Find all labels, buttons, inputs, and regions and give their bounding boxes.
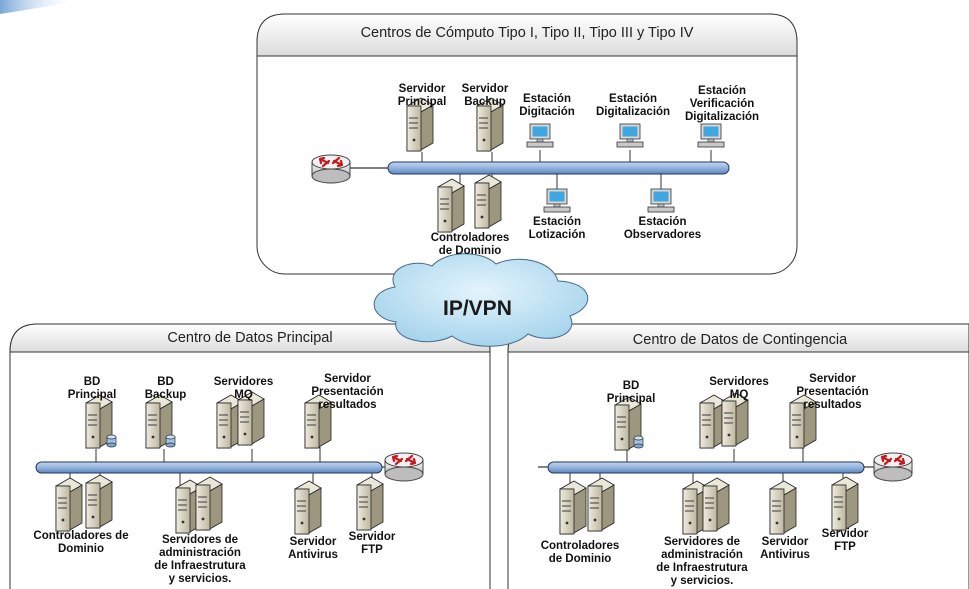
workstation-icon [697, 123, 725, 148]
server-icon [702, 477, 730, 532]
server-icon [294, 480, 322, 535]
server-icon [474, 174, 502, 229]
server-icon [587, 477, 615, 532]
database-icon [633, 435, 644, 449]
top-bus [343, 150, 730, 190]
cloud-icon [373, 253, 589, 347]
workstation-icon [616, 123, 644, 148]
server-icon [559, 480, 587, 535]
workstation-icon [543, 188, 571, 213]
top-panel-title: Centros de Cómputo Tipo I, Tipo II, Tipo… [360, 25, 694, 41]
router-icon [872, 451, 914, 483]
server-icon [769, 480, 797, 535]
router-icon [310, 153, 352, 185]
corner-swoosh [0, 0, 80, 14]
database-icon [106, 434, 117, 448]
server-icon [85, 474, 113, 529]
server-icon [55, 477, 83, 532]
router-icon [383, 451, 425, 483]
workstation-icon [647, 188, 675, 213]
right-panel-title: Centro de Datos de Contingencia [632, 332, 848, 348]
cloud-label: IP/VPN [443, 297, 512, 320]
server-icon [356, 476, 384, 531]
left-panel-title: Centro de Datos Principal [167, 330, 333, 346]
right-bus [538, 447, 874, 492]
server-icon [195, 476, 223, 531]
workstation-icon [526, 123, 554, 148]
database-icon [165, 434, 176, 448]
server-icon [831, 476, 859, 531]
server-icon [437, 178, 465, 233]
